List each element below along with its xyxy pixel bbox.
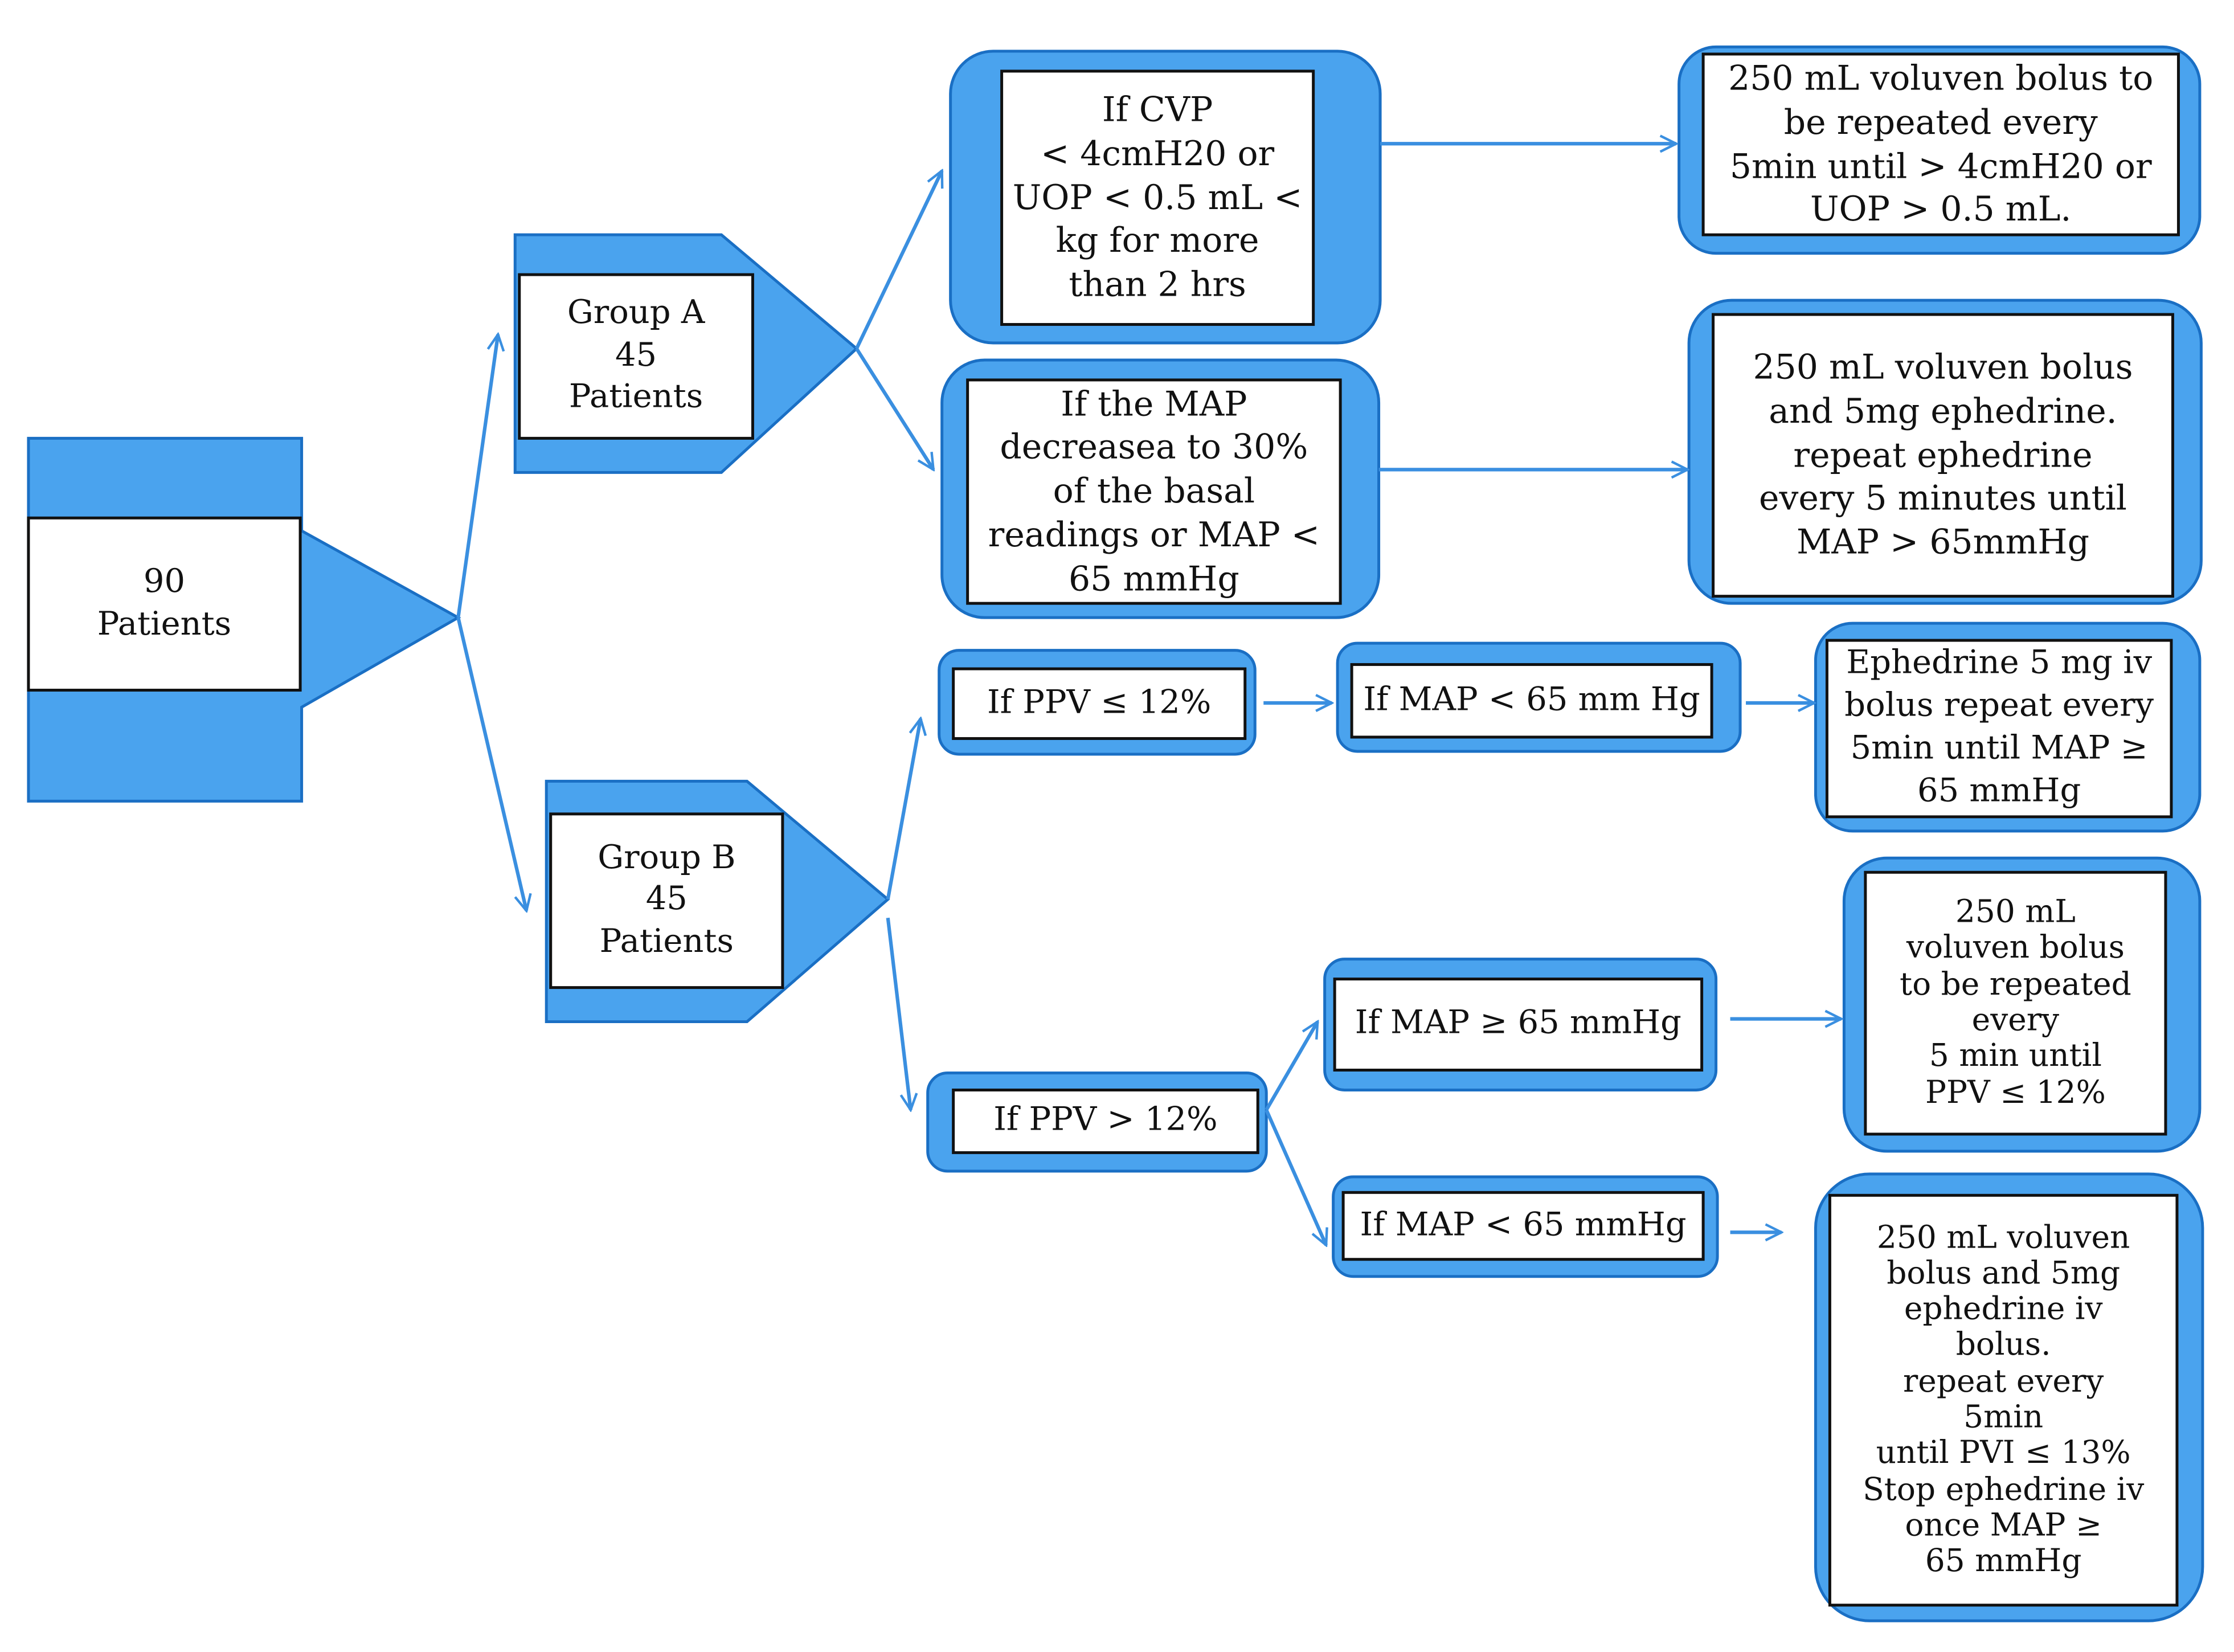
b-action-ephedrine-text: Ephedrine 5 mg iv bolus repeat every 5mi…: [1844, 645, 2154, 810]
b-action-voluven-text: 250 mL voluven bolus to be repeated ever…: [1899, 895, 2131, 1111]
group-a-arrow-shape: [513, 233, 859, 474]
root-arrow-shape: [27, 436, 461, 803]
b-condition-map-low2-text: If MAP < 65 mmHg: [1360, 1206, 1687, 1244]
box-b-cond-ppv-low: [938, 649, 1257, 756]
b-condition-map-high-text: If MAP ≥ 65 mmHg: [1355, 1005, 1681, 1042]
a-condition-map-text: If the MAP decreasea to 30% of the basal…: [988, 383, 1320, 599]
arrow-group-b-to-ppv-high: [886, 917, 911, 1110]
b-condition-ppv-low-text: If PPV ≤ 12%: [987, 684, 1212, 721]
b-action-combined-text: 250 mL voluven bolus and 5mg ephedrine i…: [1863, 1220, 2145, 1580]
root-label: 90 Patients: [97, 563, 232, 643]
box-b-action-ephedrine: [1814, 621, 2202, 833]
group-a-label: Group A 45 Patients: [567, 295, 705, 416]
arrow-group-a-to-map: [855, 347, 935, 469]
arrow-ppv-high-to-map-high: [1265, 1022, 1319, 1111]
a-action-map-text: 250 mL voluven bolus and 5mg ephedrine. …: [1753, 347, 2133, 562]
a-action-cvp-text: 250 mL voluven bolus to be repeated ever…: [1728, 58, 2154, 230]
a-condition-cvp-text: If CVP < 4cmH20 or UOP < 0.5 mL < kg for…: [1012, 89, 1303, 305]
arrow-root-to-group-b: [456, 617, 526, 911]
arrow-root-to-group-a: [456, 334, 498, 618]
group-b-label: Group B 45 Patients: [598, 839, 736, 960]
arrow-group-b-to-ppv-low: [886, 718, 920, 900]
arrow-group-a-to-cvp: [854, 171, 944, 350]
box-a-cond-map: [940, 358, 1381, 619]
b-condition-map-low1-text: If MAP < 65 mm Hg: [1363, 681, 1700, 718]
box-b-cond-ppv-high: [926, 1071, 1268, 1173]
box-b-action-voluven: [1842, 856, 2202, 1153]
box-a-action-cvp: [1677, 45, 2202, 255]
box-b-cond-map-low1: [1336, 641, 1742, 753]
box-b-cond-map-high: [1323, 958, 1718, 1091]
arrow-ppv-high-to-map-low2: [1265, 1109, 1326, 1245]
box-a-cond-cvp: [949, 50, 1382, 345]
box-a-action-map: [1687, 298, 2203, 605]
box-b-cond-map-low2: [1332, 1175, 1719, 1278]
b-condition-ppv-high-text: If PPV > 12%: [993, 1102, 1218, 1139]
box-b-action-combined: [1814, 1172, 2204, 1622]
group-b-arrow-shape: [545, 779, 890, 1024]
